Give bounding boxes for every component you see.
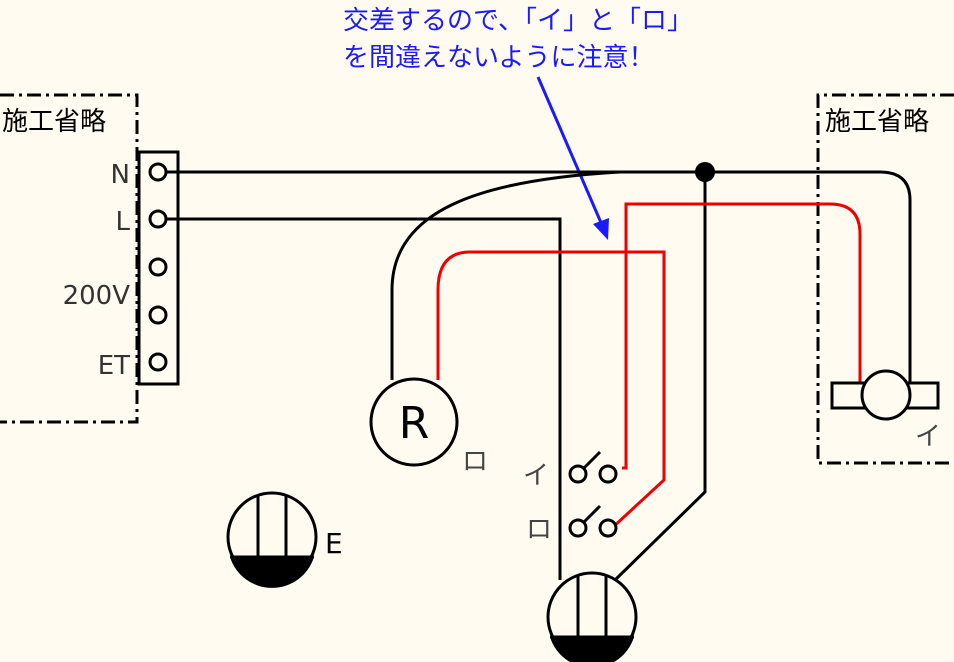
switch-i [568,450,618,484]
right-box-title: 施工省略 [825,107,929,137]
terminal-label-et: ET [98,351,130,381]
left-omitted-box [0,93,139,424]
note-arrow [536,76,609,240]
switch-ro [568,504,618,538]
terminal-n [148,162,168,182]
junction-dot [695,162,715,182]
outlet-e-label: E [325,527,343,560]
switch-i-label: イ [523,461,549,491]
terminal-200v-1 [148,257,168,277]
wire-switch-ro-receptacle [436,250,666,530]
note-line1: 交差するので、「イ」と「ロ」 [343,6,693,36]
wire-switch-i-lamp [622,202,862,470]
black-wires [166,170,912,582]
receptacle-r-label: ロ [462,447,488,477]
wire-neutral-main [166,170,912,392]
terminal-label-n: N [111,160,130,190]
receptacle-r-symbol: R [399,398,430,449]
wire-line-switch [166,217,562,580]
red-wires [436,202,862,530]
outlet-switch-icon [546,571,638,662]
right-omitted-box [816,93,954,465]
receptacle-r-icon [369,377,459,467]
terminal-label-200v: 200V [63,281,131,311]
lamp-label: イ [915,422,941,452]
terminal-l [148,209,168,229]
note-line2: を間違えないように注意！ [343,43,654,73]
terminal-label-l: L [116,207,131,237]
terminal-200v-2 [148,305,168,325]
left-box-title: 施工省略 [2,107,106,137]
wire-neutral-outlet [613,172,707,582]
wire-neutral-receptacle [390,170,705,380]
outlet-e-icon [226,491,318,588]
lamp-icon [830,369,940,421]
switch-ro-label: ロ [526,515,552,545]
terminal-et [148,352,168,372]
